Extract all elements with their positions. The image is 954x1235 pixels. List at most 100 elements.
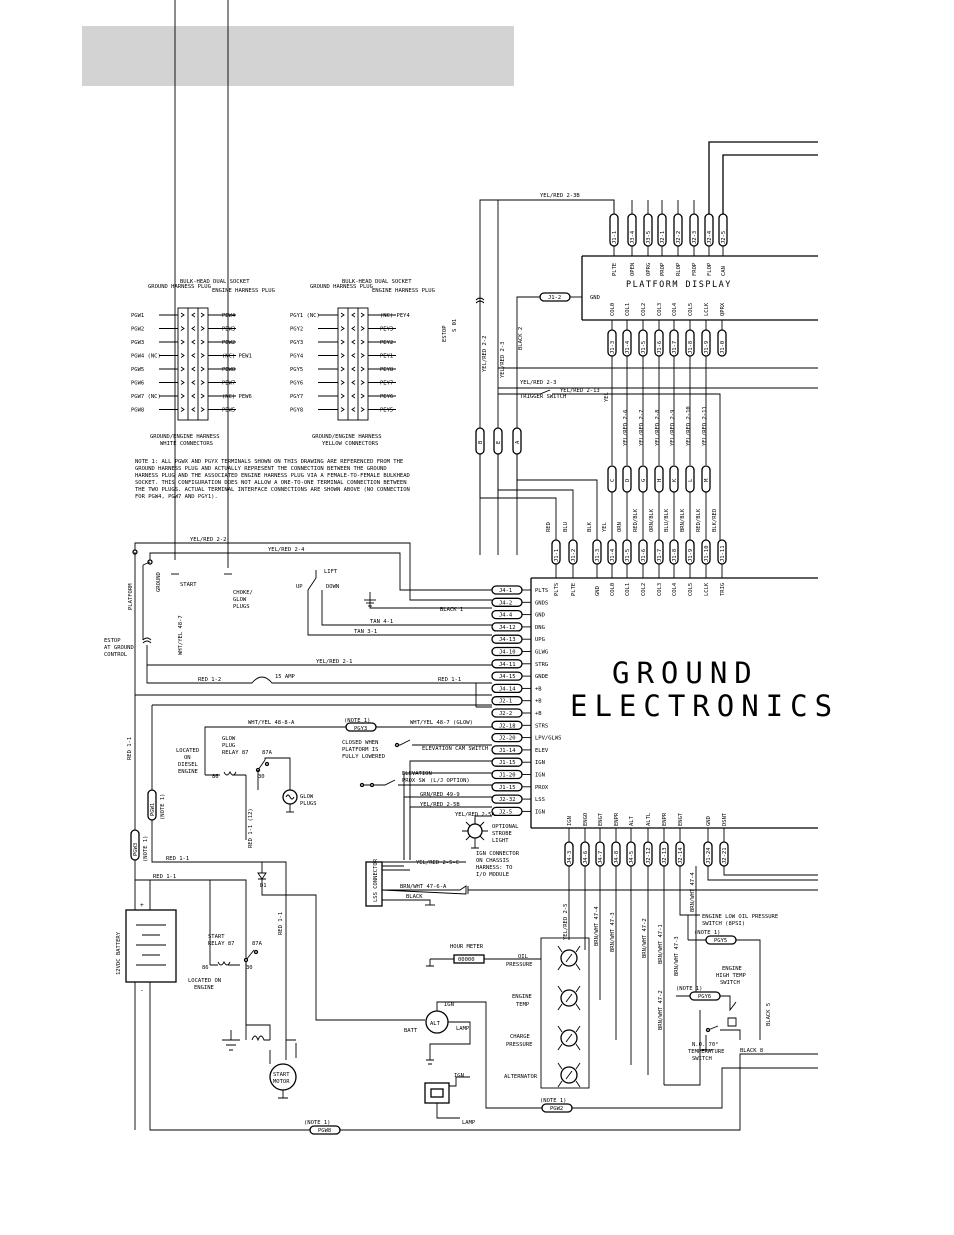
pd-bottom-name-5: COL5: [688, 303, 694, 316]
es-start-motor-1: START: [273, 1072, 290, 1078]
es-red-1-1-12: RED 1-1 (12): [248, 808, 254, 848]
ph-wire-4: YEL/RED 2-9: [670, 410, 676, 446]
gc-choke-1: CHOKE/: [233, 590, 253, 596]
connector-table-white: GROUND HARNESS PLUG BULK-HEAD DUAL SOCKE…: [131, 279, 275, 447]
yellow-left-1: PGY2: [290, 327, 303, 333]
pd-bottom-conn-5: J1-8: [688, 341, 694, 354]
ph-wire-0: YEL: [604, 391, 610, 402]
ge-left-conn-5: J4-10: [499, 650, 516, 656]
es-brn-473: BRN/WHT 47-3: [674, 936, 680, 976]
es-vert-wire-2: BRN/WHT 47-3: [610, 912, 616, 952]
es-oil-1: OIL: [518, 954, 529, 960]
white-right-0: PEW4: [222, 313, 236, 319]
gc-red12: RED 1-2: [198, 677, 221, 683]
ge-left-conn-13: J1-14: [499, 748, 516, 754]
pd-bottom-conn-6: J1-9: [704, 341, 710, 354]
gc-up: UP: [296, 584, 303, 590]
es-glow-plugs-1: GLOW: [300, 794, 314, 800]
white-header-engine: ENGINE HARNESS PLUG: [212, 288, 275, 294]
ph-plug-letter-2: A: [515, 440, 521, 444]
gc-start: START: [180, 582, 197, 588]
es-located-1: LOCATED: [176, 748, 199, 754]
ge-top-pin-7: COL4: [672, 582, 678, 596]
ge-top-conn-6: J1-7: [657, 549, 663, 562]
es-yel-2-5a: YEL/RED 2-5A: [455, 812, 495, 818]
es-located-eng-2: ENGINE: [194, 985, 214, 991]
ge-top-pin-6: COL3: [657, 583, 663, 596]
ph-plug-letter-5: G: [641, 479, 647, 482]
platform-harness: YEL/RED 2-3B ESTOP S 01 YEL/RED 2-2 YEL/…: [442, 193, 818, 555]
es-temp-sw-1: ENGINE: [722, 966, 742, 972]
es-note1-a: (NOTE 1): [344, 718, 371, 724]
wire-2-3-horiz: YEL/RED 2-3: [520, 380, 556, 386]
ge-left-pin-16: PROX: [535, 785, 549, 791]
es-battery: 12VDC BATTERY: [116, 931, 122, 975]
yellow-left-7: PGY8: [290, 408, 303, 414]
yellow-right-1: PEY3: [380, 327, 393, 333]
yellow-left-4: PGY5: [290, 367, 303, 373]
ground-controls: YEL/RED 2-2 YEL/RED 2-4 PLATFORM GROUND …: [104, 0, 492, 1130]
ge-left-pin-12: LPV/GLWS: [535, 736, 562, 742]
pd-bottom-name-7: QPRX: [720, 302, 726, 316]
ge-top-pin-4: COL1: [625, 583, 631, 596]
pd-gnd-label: GND: [590, 295, 600, 301]
es-located-4: ENGINE: [178, 769, 198, 775]
white-left-3: PGW4 (NC): [131, 354, 161, 360]
es-red-1-1-v: RED 1-1: [278, 912, 284, 935]
yellow-left-2: PGY3: [290, 340, 303, 346]
gc-wire-2-1: YEL/RED 2-1: [316, 659, 352, 665]
ph-wire-5: YEL/RED 2-10: [686, 406, 692, 446]
es-brn-472: BRN/WHT 47-2: [658, 990, 664, 1030]
ge-top-wire-10: BLK/RED: [712, 509, 718, 532]
pd-gnd-conn: J1-2: [548, 295, 561, 301]
ge-top-pin-9: LCLK: [704, 582, 710, 596]
yellow-right-7: PEY5: [380, 408, 393, 414]
pd-bottom-name-2: COL2: [641, 303, 647, 316]
es-30: 30: [258, 774, 265, 780]
es-charge-2: PRESSURE: [506, 1042, 533, 1048]
es-86: 86: [212, 774, 219, 780]
yellow-header-bulkhead: BULK-HEAD DUAL SOCKET: [342, 279, 412, 285]
white-left-6: PGW7 (NC): [131, 394, 161, 400]
es-start-relay-1: START: [208, 934, 225, 940]
ge-left-conn-17: J2-32: [499, 797, 516, 803]
ge-bottom-conn-6: J2-13: [662, 847, 668, 864]
white-left-4: PGW5: [131, 367, 144, 373]
pd-bottom-name-1: COL1: [625, 303, 631, 316]
note-line-4: SOCKET. THIS CONFIGURATION DOES NOT ALLO…: [135, 480, 407, 486]
gc-estop-3: CONTROL: [104, 652, 128, 658]
es-pgy6: PGY6: [698, 994, 711, 1000]
es-sr86: 86: [202, 965, 209, 971]
pd-top-name-7: CAN: [721, 266, 727, 276]
ge-left-conn-4: J4-13: [499, 637, 516, 643]
pd-bottom-name-3: COL3: [657, 303, 663, 316]
pd-top-name-2: OPRG: [646, 263, 652, 276]
ge-top-conn-5: J1-6: [641, 549, 647, 562]
es-strobe-1: OPTIONAL: [492, 824, 519, 830]
es-glow-relay-1: GLOW: [222, 736, 236, 742]
es-closed-2: PLATFORM IS: [342, 747, 378, 753]
ground-electronics-title-2: ELECTRONICS: [570, 689, 839, 723]
ge-bottom-conn-7: J2-14: [678, 847, 684, 864]
ground-electronics-title-1: GROUND: [612, 656, 759, 690]
ph-plug-letter-4: D: [625, 479, 631, 482]
ge-top-wire-2: BLK: [587, 521, 593, 532]
battery-minus: -: [140, 987, 144, 994]
ge-bottom-conn-0: J4-3: [567, 851, 573, 864]
ge-left-pin-5: GLWG: [535, 650, 548, 656]
battery: [125, 909, 177, 983]
ge-left-pin-1: GNDS: [535, 600, 548, 606]
ge-bottom-pin-5: ALTL: [646, 812, 652, 826]
es-alternator: ALTERNATOR: [504, 1074, 538, 1080]
pd-top-name-4: RLOP: [676, 262, 682, 276]
ph-plug-letter-9: M: [704, 478, 710, 482]
es-temp70-1: N.O. 70°: [692, 1042, 719, 1048]
es-temp-sw-2: HIGH TEMP: [716, 973, 746, 979]
pd-bottom-conn-4: J1-7: [672, 341, 678, 354]
ge-top-conn-3: J1-4: [610, 548, 616, 562]
ge-top-conn-9: J1-10: [704, 545, 710, 562]
yellow-right-3: PEY1: [380, 354, 393, 360]
ge-left-conn-0: J4-1: [499, 588, 512, 594]
white-right-5: PEW7: [222, 381, 235, 387]
